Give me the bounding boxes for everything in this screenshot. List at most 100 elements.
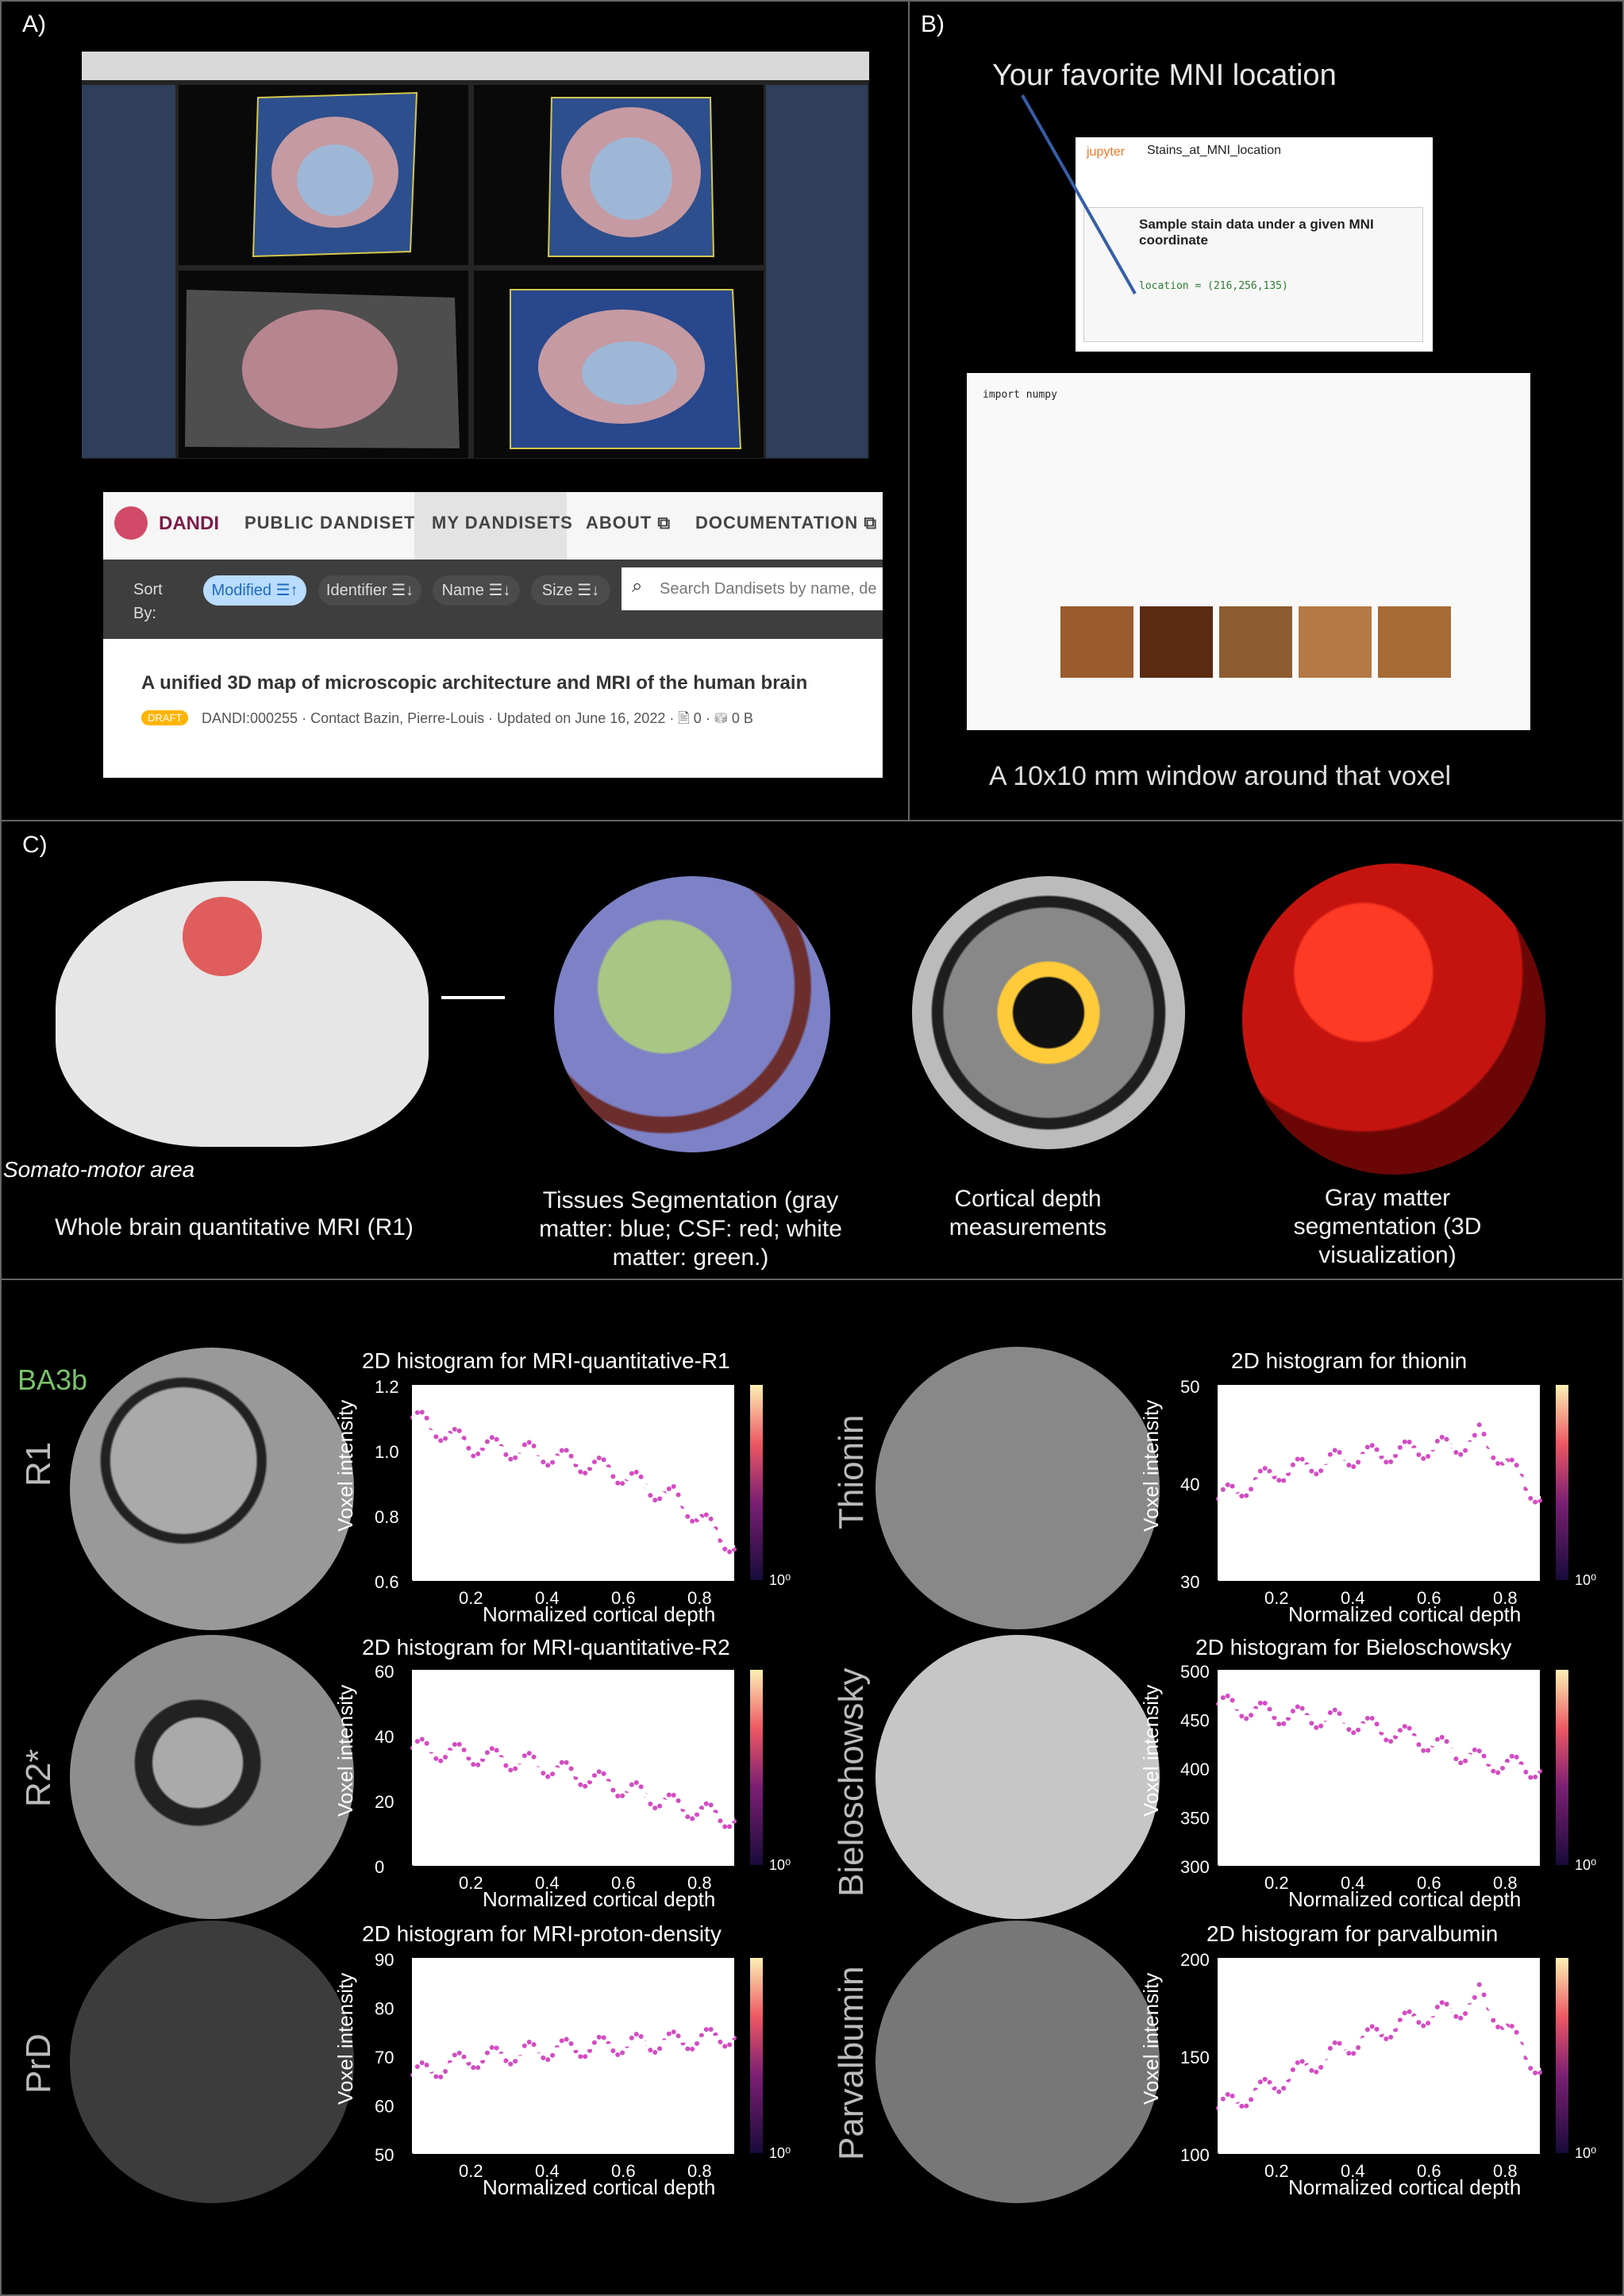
- plot-point-6: [1267, 2079, 1272, 2085]
- plot-point-1: [508, 1456, 514, 1462]
- plot-point-2: [1383, 1460, 1389, 1465]
- dandi-page: DANDI PUBLIC DANDISETS MY DANDISETS ABOU…: [103, 492, 883, 778]
- plot-point-6: [1407, 2009, 1412, 2014]
- plot-point-2: [1491, 1455, 1496, 1460]
- plot-point-4: [1249, 1713, 1254, 1718]
- x-label-4: Normalized cortical depth: [1288, 1887, 1521, 1911]
- plot-area-5: [413, 1958, 734, 2153]
- gray-title: Gray matter segmentation (3D visualizati…: [1293, 1185, 1482, 1268]
- dandi-logo[interactable]: DANDI: [159, 513, 219, 534]
- dandiset-card[interactable]: A unified 3D map of microscopic architec…: [103, 639, 883, 778]
- x-tick-3: 0.6: [611, 1873, 636, 1893]
- colorbar-3: [750, 1670, 763, 1865]
- plot-point-6: [1421, 2023, 1426, 2029]
- plot-point-3: [489, 1746, 495, 1752]
- plot-point-6: [1402, 2010, 1407, 2016]
- plot-point-3: [666, 1792, 672, 1798]
- plot-point-4: [1476, 1748, 1482, 1754]
- y-tick-4: 450: [1180, 1711, 1210, 1731]
- tissues-title: Tissues Segmentation (gray matter: blue;…: [539, 1187, 842, 1271]
- plot-point-6: [1337, 2040, 1342, 2046]
- y-tick-3: 60: [375, 1662, 394, 1682]
- plot-point-5: [564, 2036, 569, 2042]
- jupyter-logo: jupyter: [1087, 145, 1126, 159]
- plot-point-2: [1309, 1468, 1314, 1474]
- plot-point-2: [1528, 1495, 1534, 1501]
- plot-point-4: [1514, 1755, 1519, 1760]
- plot-point-5: [652, 2050, 658, 2056]
- plot-point-3: [671, 1792, 676, 1798]
- nav-about[interactable]: ABOUT ⧉: [586, 513, 672, 533]
- plot-point-4: [1272, 1715, 1277, 1721]
- plot-point-4: [1504, 1758, 1510, 1763]
- x-tick-3: 0.2: [459, 1873, 483, 1893]
- plot-point-5: [601, 2035, 606, 2040]
- search-input[interactable]: Search Dandisets by name, de: [622, 567, 883, 610]
- plot-point-5: [568, 2041, 574, 2047]
- x-tick-1: 0.4: [535, 1588, 560, 1608]
- nav-public-dandisets[interactable]: PUBLIC DANDISETS: [244, 513, 429, 533]
- y-tick-1: 0.6: [375, 1572, 399, 1592]
- plot-point-4: [1472, 1747, 1477, 1752]
- plot-point-1: [685, 1513, 691, 1519]
- draft-badge: DRAFT: [141, 710, 189, 725]
- plot-point-2: [1388, 1459, 1394, 1464]
- plot-point-3: [513, 1766, 518, 1771]
- nav-my-dandisets[interactable]: MY DANDISETS: [432, 513, 573, 533]
- plot-point-6: [1514, 2029, 1519, 2035]
- plot-point-3: [559, 1759, 564, 1765]
- plot-point-3: [708, 1802, 714, 1808]
- plot-point-5: [690, 2046, 695, 2052]
- plot-point-1: [494, 1436, 499, 1442]
- plot-point-5: [419, 2060, 425, 2066]
- plot-point-6: [1225, 2092, 1230, 2098]
- x-tick-5: 0.6: [611, 2161, 636, 2181]
- chip-size[interactable]: Size ☰↓: [531, 575, 610, 606]
- plot-point-4: [1500, 1765, 1506, 1771]
- median-line-1: [411, 1415, 736, 1549]
- plot-point-2: [1262, 1466, 1268, 1471]
- plot-point-1: [461, 1436, 467, 1441]
- stain-thumbnail-1: [1060, 606, 1133, 678]
- plot-point-3: [541, 1771, 546, 1776]
- plot-point-4: [1439, 1735, 1445, 1740]
- plot-point-3: [695, 1812, 700, 1817]
- dandiset-title[interactable]: A unified 3D map of microscopic architec…: [141, 672, 808, 694]
- plot-point-4: [1458, 1760, 1464, 1766]
- plot-point-3: [648, 1802, 653, 1807]
- plot-point-3: [620, 1793, 625, 1798]
- browser-toolbar: [82, 52, 869, 80]
- colorbar-6: [1556, 1958, 1568, 2153]
- plot-point-6: [1332, 2040, 1337, 2045]
- plot-point-5: [685, 2046, 691, 2052]
- x-tick-5: 0.4: [535, 2161, 560, 2181]
- plot-point-5: [456, 2050, 462, 2056]
- y-tick-4: 500: [1180, 1662, 1210, 1682]
- nav-documentation[interactable]: DOCUMENTATION ⧉: [695, 513, 878, 533]
- plot-point-3: [583, 1783, 588, 1789]
- plot-point-1: [424, 1415, 429, 1421]
- plot-point-4: [1444, 1739, 1449, 1744]
- plot-point-5: [671, 2029, 676, 2035]
- x-tick-6: 0.2: [1264, 2161, 1289, 2181]
- plot-point-2: [1393, 1453, 1399, 1459]
- colorbar-5: [750, 1958, 763, 2153]
- plot-point-5: [698, 2033, 704, 2038]
- x-label-2: Normalized cortical depth: [1288, 1602, 1521, 1626]
- plot-point-3: [564, 1759, 569, 1765]
- plot-point-4: [1314, 1725, 1319, 1730]
- x-tick-6: 0.4: [1341, 2161, 1365, 2181]
- plot-point-2: [1472, 1433, 1477, 1438]
- plot-point-2: [1533, 1499, 1538, 1505]
- bieloschowsky-circle: [875, 1635, 1160, 1919]
- chip-modified[interactable]: Modified ☰↑: [203, 575, 306, 606]
- stain-thumbnail-5: [1378, 606, 1451, 678]
- y-tick-5: 80: [375, 1999, 394, 2019]
- plot-point-2: [1444, 1436, 1449, 1442]
- plot-point-4: [1346, 1727, 1352, 1733]
- plot-point-4: [1244, 1716, 1249, 1721]
- chip-identifier[interactable]: Identifier ☰↓: [318, 575, 421, 606]
- plot-point-6: [1356, 2044, 1361, 2050]
- plot-point-1: [452, 1426, 457, 1432]
- chip-name[interactable]: Name ☰↓: [433, 575, 520, 606]
